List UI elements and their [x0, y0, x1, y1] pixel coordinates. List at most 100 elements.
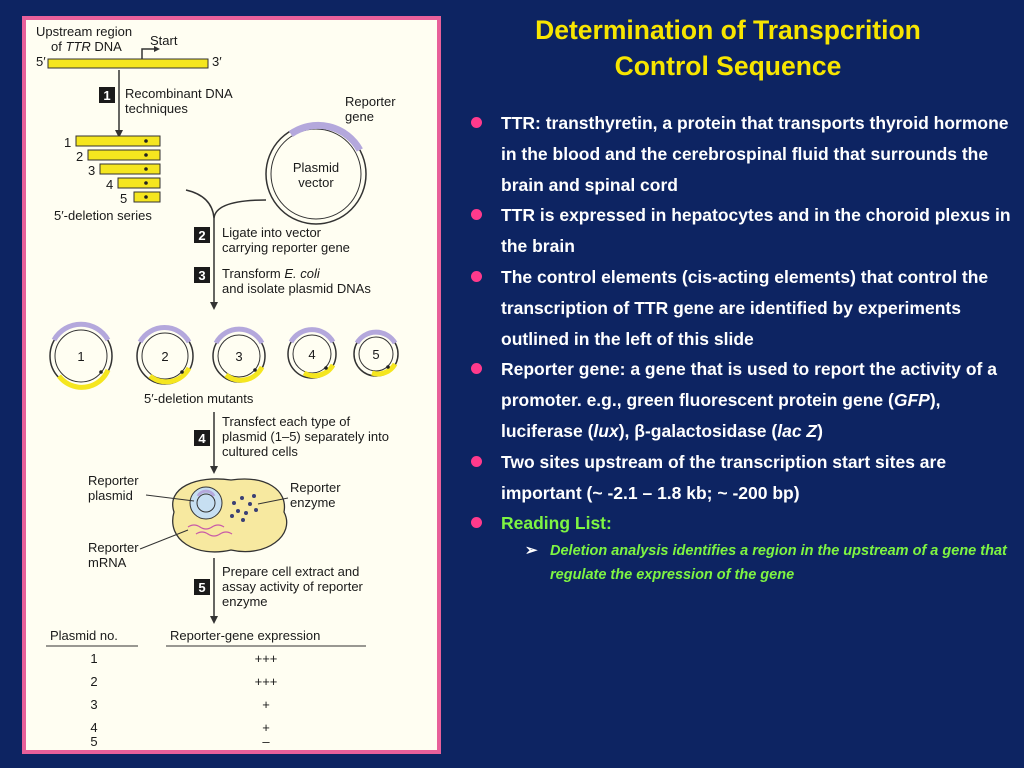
reporter-enzyme-label-line2: enzyme	[290, 495, 336, 510]
table-row-5-expression: –	[262, 734, 270, 749]
reporter-gene-label-line1: Reporter	[345, 94, 396, 109]
arrowhead-bullet-icon: ➢	[525, 542, 538, 560]
mutant-plasmid-5: 5	[353, 329, 399, 377]
beta-symbol: β	[634, 420, 645, 441]
bullet-control-elements: The control elements (cis-acting element…	[465, 262, 1013, 354]
step-3-text-line1: Transform E. coli	[222, 266, 321, 281]
step-4-number: 4	[198, 431, 206, 446]
reporter-plasmid-label-line1: Reporter	[88, 473, 139, 488]
step-1-text-line2: techniques	[125, 101, 188, 116]
upstream-dna-bar	[47, 58, 209, 69]
reporter-mrna-strand-1	[187, 524, 225, 530]
plasmid-vector-label-line2: vector	[298, 175, 334, 190]
table-row-2-expression: +++	[255, 674, 278, 689]
deletion-analysis-figure: Upstream region of TTR DNA Start 5′ 3′ 1…	[22, 16, 441, 754]
table-row-5-plasmid: 5	[90, 734, 97, 749]
upstream-of-ttr-label: of TTR DNA	[51, 39, 122, 54]
deletion-num-1: 1	[64, 135, 71, 150]
bullet-dot-icon	[471, 209, 482, 221]
reporter-mrna-label-line1: Reporter	[88, 540, 139, 555]
start-arrow	[141, 48, 154, 61]
step-3-box	[194, 267, 210, 283]
table-row-1-expression: +++	[255, 651, 278, 666]
bullet-ttr-definition: TTR: transthyretin, a protein that trans…	[465, 108, 1013, 200]
slide-title: Determination of Transpcrition Control S…	[452, 12, 1004, 84]
deletion-bar-3	[99, 163, 161, 175]
step-1-box	[99, 87, 115, 103]
bullet-two-sites: Two sites upstream of the transcription …	[465, 447, 1013, 509]
reporter-gene-segment	[288, 121, 363, 152]
deletion-series-label: 5′-deletion series	[54, 208, 152, 223]
step-2-text-line1: Ligate into vector	[222, 225, 322, 240]
step-5-number: 5	[198, 580, 205, 595]
deletion-num-4: 4	[106, 177, 113, 192]
reading-sub-list: ➢Deletion analysis identifies a region i…	[501, 539, 1013, 587]
deletion-bar-1	[75, 135, 161, 147]
deletion-bar-4	[117, 177, 161, 189]
reporter-enzyme-dots	[230, 494, 258, 522]
step-4-text-line3: cultured cells	[222, 444, 298, 459]
mutant-plasmid-2: 2	[136, 325, 194, 385]
bullet-dot-icon	[471, 117, 482, 128]
table-row-3-expression: +	[262, 697, 270, 712]
reporter-mrna-label-line2: mRNA	[88, 555, 127, 570]
deletion-mutants-label: 5′-deletion mutants	[144, 391, 254, 406]
reporter-enzyme-label-line1: Reporter	[290, 480, 341, 495]
cultured-cell	[172, 478, 288, 553]
upstream-label: Upstream region	[36, 24, 132, 39]
deletion-num-3: 3	[88, 163, 95, 178]
table-header-expression: Reporter-gene expression	[170, 628, 320, 643]
table-row-4-expression: +	[262, 720, 270, 735]
bullet-dot-icon	[471, 517, 482, 529]
slide-title-line2: Control Sequence	[614, 51, 842, 81]
bullet-dot-icon	[471, 363, 482, 375]
mutant-plasmid-1: 1	[49, 321, 113, 390]
step-5-text-line1: Prepare cell extract and	[222, 564, 359, 579]
mutant-num-4: 4	[308, 347, 315, 362]
step-4-text-line2: plasmid (1–5) separately into	[222, 429, 389, 444]
table-row-4-plasmid: 4	[90, 720, 97, 735]
bullet-list: TTR: transthyretin, a protein that trans…	[465, 108, 1013, 587]
table-header-plasmid: Plasmid no.	[50, 628, 118, 643]
reporter-gene-label-line2: gene	[345, 109, 374, 124]
reporter-mrna-strand-2	[195, 531, 233, 537]
plasmid-vector-label-line1: Plasmid	[293, 160, 339, 175]
mutant-num-5: 5	[372, 347, 379, 362]
reporter-plasmid-label-line2: plasmid	[88, 488, 133, 503]
deletion-num-5: 5	[120, 191, 127, 206]
five-prime-label: 5′	[36, 54, 46, 69]
step-5-text-line3: enzyme	[222, 594, 268, 609]
bullet-dot-icon	[471, 455, 482, 467]
step-1-text-line1: Recombinant DNA	[125, 86, 233, 101]
bullet-ttr-expression: TTR is expressed in hepatocytes and in t…	[465, 200, 1013, 262]
bullet-reading-list: Reading List: ➢Deletion analysis identif…	[465, 508, 1013, 587]
mutant-num-3: 3	[235, 349, 242, 364]
three-prime-label: 3′	[212, 54, 222, 69]
step-4-text-line1: Transfect each type of	[222, 414, 351, 429]
step-5-box	[194, 579, 210, 595]
table-row-3-plasmid: 3	[90, 697, 97, 712]
reporter-plasmid-in-cell	[196, 493, 216, 513]
deletion-num-2: 2	[76, 149, 83, 164]
step-4-box	[194, 430, 210, 446]
start-label: Start	[150, 33, 178, 48]
slide-title-line1: Determination of Transpcrition	[535, 15, 921, 45]
figure-svg: Upstream region of TTR DNA Start 5′ 3′ 1…	[36, 24, 399, 749]
merge-curve-left	[185, 189, 215, 219]
reading-item: ➢Deletion analysis identifies a region i…	[501, 539, 1013, 587]
step-3-number: 3	[198, 268, 205, 283]
table-row-1-plasmid: 1	[90, 651, 97, 666]
deletion-bar-2	[87, 149, 161, 161]
start-arrowhead	[154, 46, 160, 52]
mutant-plasmid-3: 3	[212, 326, 266, 383]
bullet-dot-icon	[471, 270, 482, 282]
merge-curve-right	[213, 199, 267, 219]
step-5-text-line2: assay activity of reporter	[222, 579, 364, 594]
step-2-number: 2	[198, 228, 205, 243]
step-2-text-line2: carrying reporter gene	[222, 240, 350, 255]
table-row-2-plasmid: 2	[90, 674, 97, 689]
mutant-num-2: 2	[161, 349, 168, 364]
mutant-num-1: 1	[77, 349, 84, 364]
step-2-box	[194, 227, 210, 243]
step-1-number: 1	[103, 88, 110, 103]
